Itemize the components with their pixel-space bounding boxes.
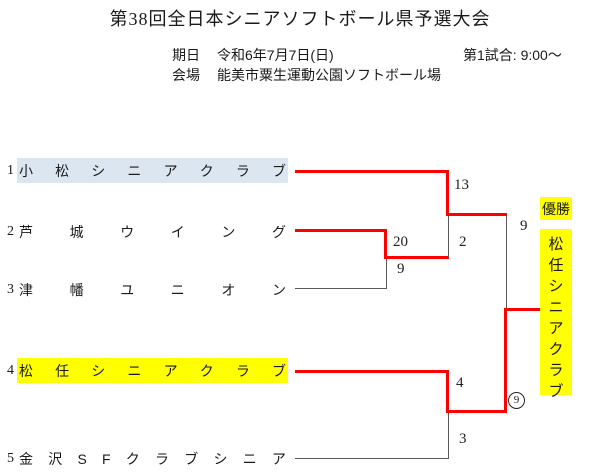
bracket-line-team1 xyxy=(295,170,449,173)
champion-label: 優勝 xyxy=(540,197,572,220)
bracket-vertical-round1-loser xyxy=(386,259,387,289)
bracket-line-team4 xyxy=(295,370,449,373)
seed-number-3: 3 xyxy=(7,282,14,297)
bracket-line-team3 xyxy=(295,288,387,289)
bracket-vertical-semifinal-top-loser xyxy=(448,216,449,258)
score-final-bottom: 9 xyxy=(508,391,525,409)
bracket-vertical-final-top xyxy=(506,216,507,310)
score-round1-loser: 9 xyxy=(397,261,405,277)
bracket-line-team2 xyxy=(295,229,387,232)
team-row-4: 4 松任シニアクラブ xyxy=(0,358,290,383)
champion-name: 松任シニアクラブ xyxy=(540,229,572,400)
first-game-time: 第1試合: 9:00～ xyxy=(463,47,562,63)
page-title: 第38回全日本シニアソフトボール県予選大会 xyxy=(109,9,491,29)
bracket-vertical-round1-winner xyxy=(384,229,387,259)
venue-value: 能美市粟生運動公園ソフトボール場 xyxy=(217,67,441,83)
bracket-line-semifinal-bottom-winner xyxy=(446,410,507,413)
date-label: 期日 xyxy=(172,47,200,63)
score-semifinal-top-winner: 13 xyxy=(454,177,469,193)
score-semifinal-bottom-loser: 3 xyxy=(459,431,467,447)
bracket-line-champion xyxy=(504,308,540,311)
circled-score-9: 9 xyxy=(508,392,525,409)
team-row-1: 1 小松シニアクラブ xyxy=(0,158,290,183)
bracket-vertical-semifinal-bottom-loser xyxy=(448,413,449,458)
score-semifinal-bottom-winner: 4 xyxy=(456,375,464,391)
venue-label: 会場 xyxy=(172,67,200,83)
bracket-vertical-semifinal-bottom-winner xyxy=(446,370,449,413)
score-final-top: 9 xyxy=(520,218,528,234)
team-row-2: 2 芦城ウイング xyxy=(0,219,290,244)
bracket-line-semifinal-top-winner xyxy=(446,213,507,216)
seed-number-5: 5 xyxy=(7,451,14,466)
team-name-rojo-wing: 芦城ウイング xyxy=(19,223,286,240)
team-name-matto-senior: 松任シニアクラブ xyxy=(17,358,288,383)
score-semifinal-top-loser: 2 xyxy=(459,234,467,250)
seed-number-4: 4 xyxy=(7,363,14,378)
bracket-line-round1-winner xyxy=(384,256,449,259)
team-name-tsubata-union: 津幡ユニオン xyxy=(19,281,286,298)
bracket-line-team5 xyxy=(295,458,449,459)
seed-number-2: 2 xyxy=(7,224,14,239)
date-value: 令和6年7月7日(日) xyxy=(217,47,334,63)
team-name-komatsu: 小松シニアクラブ xyxy=(17,158,288,183)
seed-number-1: 1 xyxy=(7,163,14,178)
score-round1-winner: 20 xyxy=(393,234,408,250)
bracket-vertical-final-winner xyxy=(504,308,507,413)
team-row-3: 3 津幡ユニオン xyxy=(0,277,290,302)
bracket-vertical-semifinal-top-winner xyxy=(446,170,449,216)
